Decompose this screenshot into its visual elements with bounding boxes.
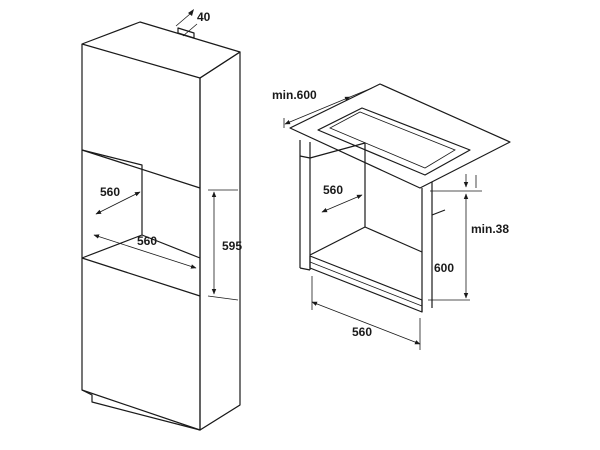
right-rail <box>431 209 446 216</box>
dim-40-line <box>175 13 191 27</box>
dim-40-arrow <box>188 9 194 16</box>
cabinet-plinth <box>81 389 201 431</box>
worktop <box>289 83 511 189</box>
label-min600: min.600 <box>272 88 317 102</box>
label-niche-height: 595 <box>222 239 242 253</box>
cabinet-base-edge <box>199 404 241 431</box>
label-height: 600 <box>434 261 454 275</box>
label-top-gap: 40 <box>197 10 211 24</box>
upper-door-edge <box>81 149 201 189</box>
label-width: 560 <box>352 325 372 339</box>
plinth-line <box>309 261 423 307</box>
dim-595-ext-bottom <box>207 295 239 301</box>
tall-cabinet <box>81 9 241 431</box>
cavity-floor <box>364 226 423 253</box>
left-rail <box>299 155 311 159</box>
label-depth: 560 <box>323 183 343 197</box>
dim-niche-depth-line <box>95 191 141 215</box>
label-niche-depth: 560 <box>100 185 120 199</box>
dim-40-line-2 <box>182 23 198 37</box>
cabinet-front <box>81 44 201 431</box>
dim-width-line <box>311 301 421 345</box>
cavity-back <box>309 142 366 256</box>
dim-depth-line <box>321 194 363 213</box>
undercounter-unit <box>283 83 511 350</box>
left-side-bottom <box>299 267 311 271</box>
label-niche-width: 560 <box>137 234 157 248</box>
base-plinth <box>309 255 423 313</box>
hob-cutout <box>317 107 471 176</box>
dim-min600-ext <box>349 87 373 98</box>
dim-niche-width-line <box>93 234 197 269</box>
dim-min600-line <box>284 96 351 125</box>
cabinet-top-face <box>81 21 241 79</box>
label-min38: min.38 <box>471 222 509 236</box>
